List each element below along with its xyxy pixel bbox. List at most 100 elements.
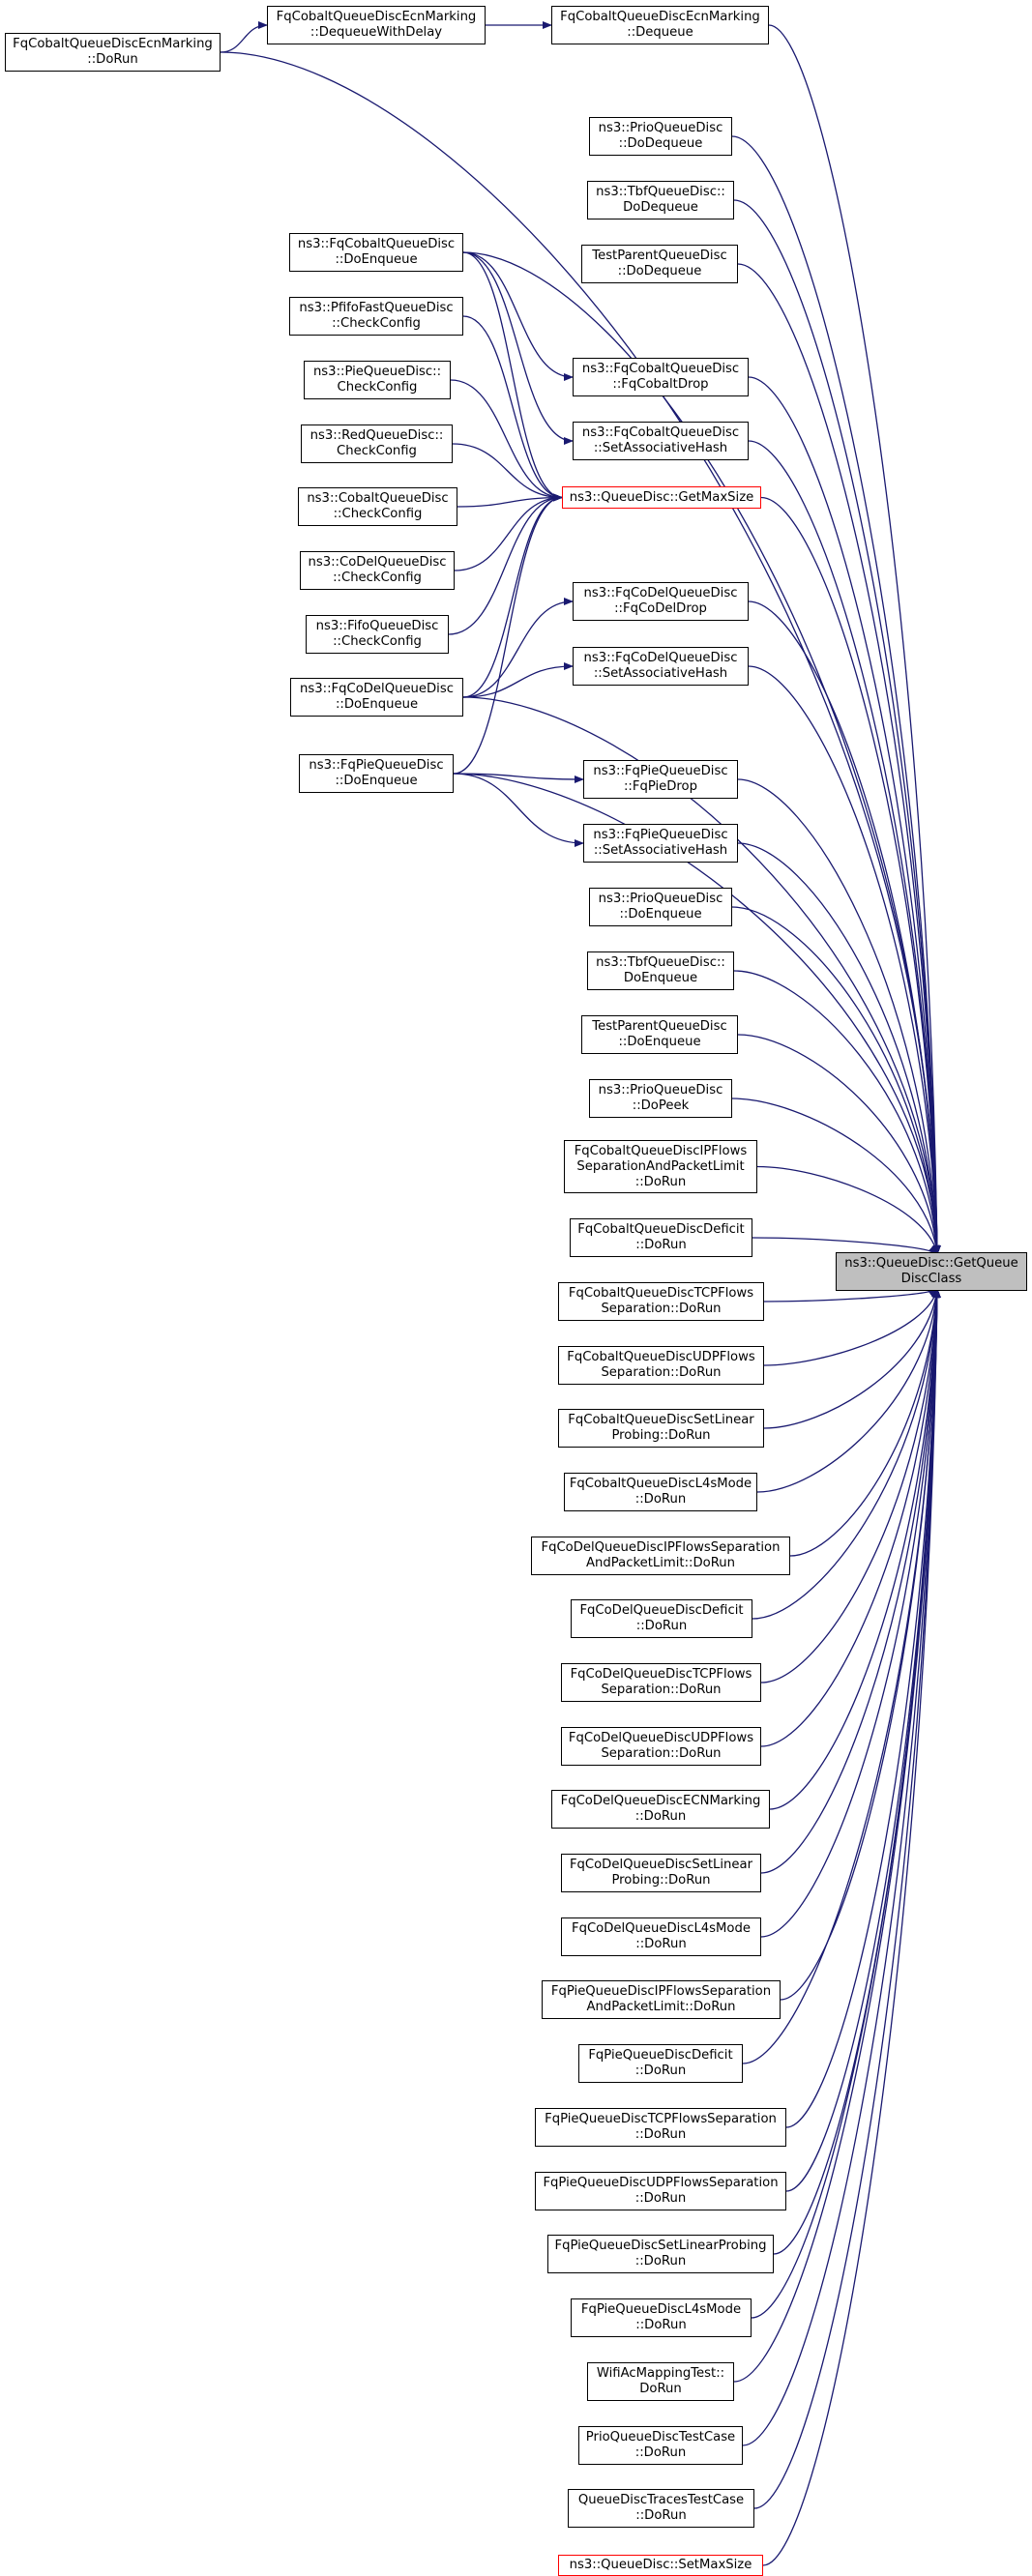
call-edge [748,665,941,1255]
call-edge [763,1288,938,1303]
node-label-line: FqPieQueueDiscTCPFlowsSeparation [545,2112,777,2126]
graph-node[interactable]: FqCobaltQueueDiscEcnMarking::DoRun [5,33,221,72]
call-edge [220,51,941,1255]
node-label-line: ::DoDequeue [617,264,702,278]
node-label-line: FqPieQueueDiscIPFlowsSeparation [550,1984,772,1999]
graph-node[interactable]: FqCobaltQueueDiscL4sMode::DoRun [564,1473,757,1511]
node-label-line: ::DoEnqueue [335,774,418,788]
graph-node[interactable]: TestParentQueueDisc::DoEnqueue [581,1015,738,1054]
node-label-line: FqCobaltQueueDiscEcnMarking [560,10,760,24]
call-edge [760,1288,941,1683]
graph-node[interactable]: ns3::PrioQueueDisc::DoPeek [589,1079,732,1118]
graph-node[interactable]: ns3::FqPieQueueDisc::DoEnqueue [299,754,454,793]
node-label-line: ns3::FifoQueueDisc [315,619,439,633]
node-label-line: ::DoRun [635,1937,687,1951]
graph-node[interactable]: ns3::FifoQueueDisc::CheckConfig [306,615,449,654]
node-label-line: ns3::FqCoDelQueueDisc [583,586,738,600]
call-edge [220,21,268,53]
graph-node[interactable]: ns3::TbfQueueDisc::DoDequeue [587,181,734,220]
graph-node[interactable]: ns3::FqPieQueueDisc::SetAssociativeHash [583,824,738,863]
call-edge [462,251,574,381]
graph-node[interactable]: ns3::TbfQueueDisc::DoEnqueue [587,951,734,990]
graph-node[interactable]: ns3::CoDelQueueDisc::CheckConfig [300,551,455,590]
graph-node[interactable]: ns3::PieQueueDisc::CheckConfig [304,361,451,399]
node-label-line: ::DoRun [634,2064,687,2078]
graph-node[interactable]: WifiAcMappingTest::DoRun [587,2362,734,2401]
graph-node[interactable]: FqPieQueueDiscUDPFlowsSeparation::DoRun [535,2172,786,2210]
node-label-line: ::Dequeue [627,25,693,40]
graph-node[interactable]: ns3::FqCobaltQueueDisc::SetAssociativeHa… [573,422,749,460]
graph-node[interactable]: TestParentQueueDisc::DoDequeue [581,245,738,283]
node-label-line: FqCoDelQueueDiscL4sMode [572,1921,751,1936]
graph-node[interactable]: FqPieQueueDiscL4sMode::DoRun [571,2298,752,2337]
graph-node[interactable]: QueueDiscTracesTestCase::DoRun [568,2489,754,2528]
graph-node[interactable]: FqCoDelQueueDiscDeficit::DoRun [571,1599,752,1638]
node-label-line: ns3::FqCoDelQueueDisc [300,682,454,696]
call-edge [737,1034,941,1255]
graph-node[interactable]: FqPieQueueDiscTCPFlowsSeparation::DoRun [535,2108,786,2147]
graph-node[interactable]: FqCoDelQueueDiscL4sMode::DoRun [561,1917,761,1956]
node-label-line: ::DoRun [635,1238,687,1252]
graph-node[interactable]: FqCobaltQueueDiscEcnMarking::Dequeue [551,6,769,44]
graph-node[interactable]: ns3::FqCoDelQueueDisc::SetAssociativeHas… [573,647,749,686]
graph-node[interactable]: ns3::FqCobaltQueueDisc::DoEnqueue [289,233,463,272]
graph-node[interactable]: FqCoDelQueueDiscECNMarking::DoRun [551,1790,770,1829]
call-edge [452,443,563,502]
node-label-line: ::DoEnqueue [619,907,702,922]
graph-node[interactable]: ns3::FqCoDelQueueDisc::DoEnqueue [290,678,463,717]
call-edge [752,1288,941,1620]
node-label-line: ns3::RedQueueDisc:: [310,428,444,443]
node-label-line: ::DoRun [634,2191,687,2206]
graph-node[interactable]: ns3::CobaltQueueDisc::CheckConfig [298,487,457,526]
node-label-line: ::CheckConfig [333,571,422,585]
node-label-line: ::DoRun [634,1809,687,1824]
node-label-line: DiscClass [900,1272,962,1286]
graph-node[interactable]: ns3::PfifoFastQueueDisc::CheckConfig [289,297,463,336]
node-label-line: PrioQueueDiscTestCase [585,2430,736,2444]
call-edge [453,773,584,847]
graph-node[interactable]: ns3::RedQueueDisc::CheckConfig [301,424,453,463]
node-label-line: ::DoRun [634,1174,687,1189]
graph-node[interactable]: FqPieQueueDiscSetLinearProbing::DoRun [547,2235,774,2273]
graph-node[interactable]: ns3::PrioQueueDisc::DoEnqueue [589,888,732,926]
call-edge [448,493,563,635]
call-edge [454,493,563,571]
graph-node[interactable]: ns3::FqCoDelQueueDisc::FqCoDelDrop [573,582,749,621]
call-edge [742,1288,941,2064]
graph-node[interactable]: FqPieQueueDiscDeficit::DoRun [578,2044,743,2083]
call-edge [733,1288,941,2383]
graph-node[interactable]: FqCobaltQueueDiscDeficit::DoRun [570,1218,752,1257]
graph-node[interactable]: PrioQueueDiscTestCase::DoRun [578,2426,743,2465]
node-label-line: FqPieQueueDiscUDPFlowsSeparation [543,2176,779,2190]
node-label-line: FqCobaltQueueDiscEcnMarking [13,37,213,51]
graph-node[interactable]: ns3::QueueDisc::SetMaxSize [558,2555,763,2576]
node-label-line: ns3::FqCobaltQueueDisc [297,237,456,251]
node-label-line: FqPieQueueDiscDeficit [588,2048,733,2063]
graph-node[interactable]: ns3::QueueDisc::GetMaxSize [562,486,761,509]
node-label-line: FqCobaltQueueDiscL4sMode [569,1477,752,1491]
call-edge [731,135,941,1255]
graph-node[interactable]: ns3::FqCobaltQueueDisc::FqCobaltDrop [573,358,749,396]
graph-node[interactable]: FqCobaltQueueDiscEcnMarking::DequeueWith… [267,6,486,44]
graph-node[interactable]: ns3::PrioQueueDisc::DoDequeue [589,117,732,156]
node-label-line: ::DoRun [634,1492,687,1507]
node-label-line: Separation::DoRun [601,1683,722,1697]
node-label-line: ::DoPeek [632,1098,690,1113]
call-edge [462,251,563,502]
call-edge [733,970,941,1255]
node-label-line: ns3::FqPieQueueDisc [309,758,444,773]
call-edge [457,493,563,508]
graph-node[interactable]: ns3::FqPieQueueDisc::FqPieDrop [583,760,738,799]
call-edge [769,1288,941,1810]
node-label-line: ns3::TbfQueueDisc:: [596,955,725,970]
